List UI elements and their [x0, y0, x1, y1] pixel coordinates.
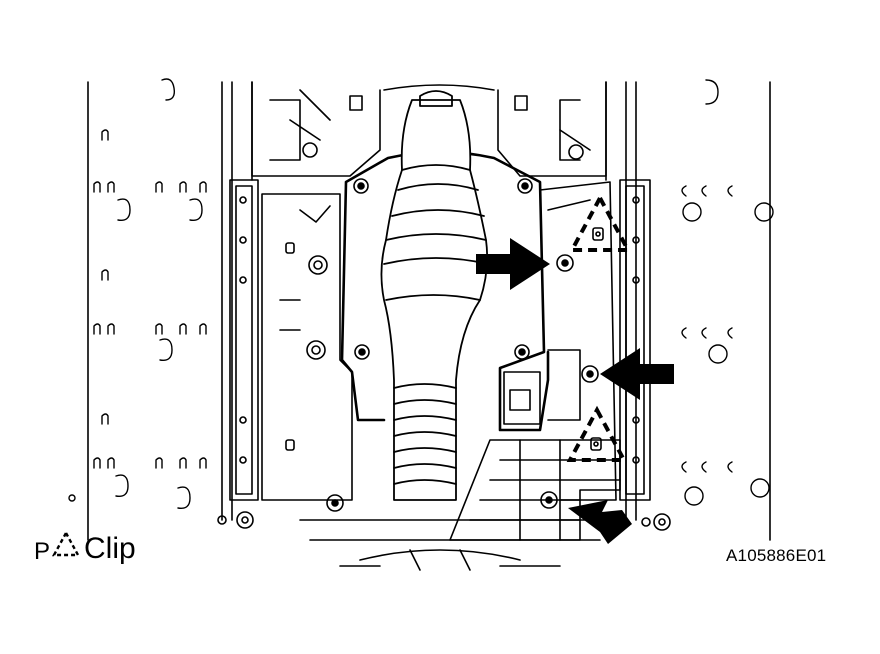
- clip-marker-1-inner: [592, 227, 604, 241]
- rear-crossmember: [217, 349, 671, 571]
- target-bolts: [540, 254, 599, 509]
- legend: P Clip: [34, 530, 136, 564]
- outer-panel-marks: [68, 78, 774, 509]
- clip-triangle-icon: [52, 530, 81, 557]
- clip-marker-2-inner: [590, 437, 602, 451]
- exhaust-pipe: [380, 90, 489, 501]
- left-side-member: [229, 179, 353, 501]
- legend-prefix: P: [34, 538, 51, 565]
- figure-code: A105886E01: [726, 546, 827, 565]
- shield-bolts: [326, 178, 533, 512]
- front-crossmember: [251, 81, 607, 177]
- frame-rails: [87, 81, 771, 541]
- right-side-member: [539, 179, 651, 501]
- legend-label: Clip: [84, 532, 136, 565]
- arrow-icon: [476, 238, 550, 290]
- arrow-icon: [568, 500, 632, 544]
- arrow-icon: [600, 348, 674, 400]
- clip-triangle-icon: [566, 405, 628, 462]
